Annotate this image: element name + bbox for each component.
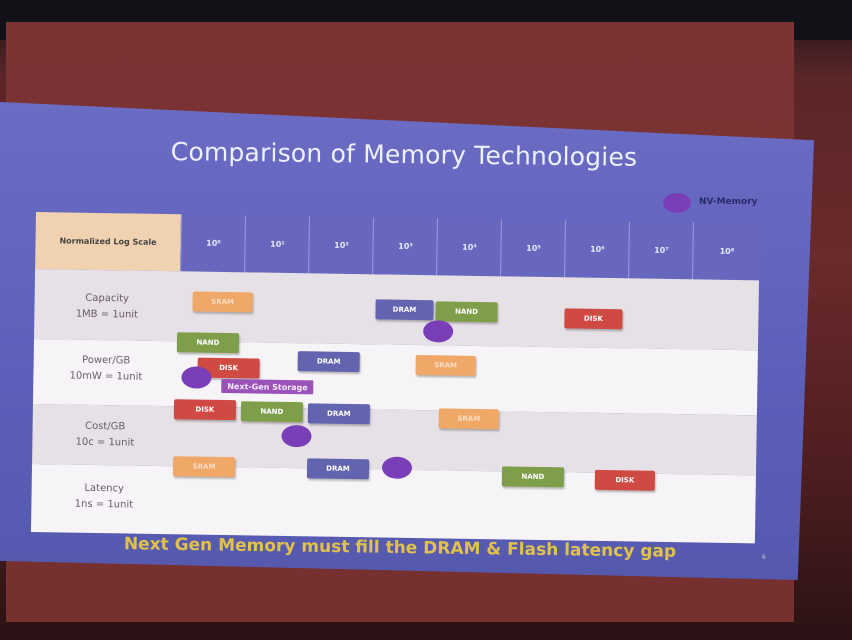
capacity-nv-memory-marker bbox=[423, 320, 454, 343]
scale-header: 10⁵ bbox=[500, 219, 566, 278]
power-nv-memory-marker bbox=[181, 366, 212, 389]
power-dram-bar: DRAM bbox=[297, 351, 360, 373]
row-unit-text: 1MB = 1unit bbox=[75, 308, 139, 321]
cost-nand-bar: NAND bbox=[240, 401, 304, 423]
cost-dram-bar: DRAM bbox=[307, 403, 371, 425]
next-gen-storage-callout: Next-Gen Storage bbox=[221, 378, 314, 395]
power-nand-bar: NAND bbox=[176, 332, 240, 354]
row-unit-text: 10c = 1unit bbox=[75, 436, 135, 449]
latency-nand-bar: NAND bbox=[501, 466, 565, 488]
latency-disk-bar: DISK bbox=[594, 469, 656, 491]
cost-disk-bar: DISK bbox=[173, 399, 237, 421]
row-unit-text: 1ns = 1unit bbox=[74, 498, 134, 511]
capacity-disk-bar: DISK bbox=[564, 308, 623, 330]
row-label-cost: Cost/GB 10c = 1unit bbox=[32, 418, 177, 452]
cost-sram-bar: SRAM bbox=[438, 408, 499, 430]
comparison-table: Normalized Log Scale 10⁰ 10¹ 10² 10³ 10⁴… bbox=[30, 212, 761, 544]
scale-header: 10¹ bbox=[244, 215, 310, 274]
latency-nv-memory-marker bbox=[381, 456, 413, 479]
scale-header: 10⁸ bbox=[692, 222, 761, 281]
table-corner-label: Normalized Log Scale bbox=[35, 212, 181, 272]
latency-sram-bar: SRAM bbox=[172, 456, 236, 478]
capacity-nand-bar: NAND bbox=[435, 301, 498, 323]
row-label-capacity: Capacity 1MB = 1unit bbox=[34, 290, 179, 324]
row-label-power: Power/GB 10mW = 1unit bbox=[33, 352, 178, 386]
scale-header: 10⁷ bbox=[628, 221, 694, 280]
power-sram-bar: SRAM bbox=[415, 354, 476, 376]
row-unit-text: 10mW = 1unit bbox=[69, 370, 143, 383]
scale-header: 10² bbox=[308, 216, 374, 275]
latency-dram-bar: DRAM bbox=[306, 458, 370, 480]
legend-label: NV-Memory bbox=[699, 197, 758, 207]
page-number: 6 bbox=[762, 554, 766, 561]
scale-header: 10⁶ bbox=[564, 220, 630, 279]
capacity-sram-bar: SRAM bbox=[192, 291, 253, 313]
scale-header: 10³ bbox=[372, 217, 438, 276]
scale-header: 10⁰ bbox=[180, 214, 246, 273]
capacity-dram-bar: DRAM bbox=[375, 299, 434, 321]
cost-nv-memory-marker bbox=[281, 424, 312, 448]
row-label-latency: Latency 1ns = 1unit bbox=[31, 480, 176, 514]
scale-header: 10⁴ bbox=[436, 218, 502, 277]
nv-memory-legend-marker bbox=[663, 193, 691, 213]
